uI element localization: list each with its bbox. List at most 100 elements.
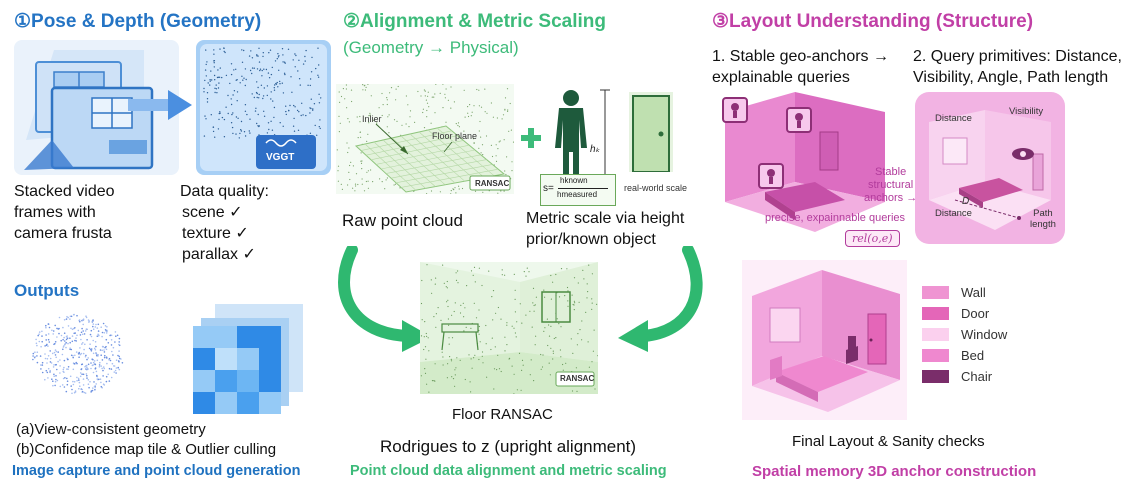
texture-dot (439, 191, 441, 193)
texture-dot (53, 351, 56, 354)
texture-dot (544, 296, 546, 298)
texture-dot (447, 363, 449, 365)
texture-dot (101, 335, 103, 338)
texture-dot (94, 326, 97, 328)
texture-dot (560, 268, 563, 270)
texture-dot (360, 160, 362, 162)
texture-dot (505, 173, 507, 176)
texture-dot (110, 344, 113, 346)
legend-swatch (922, 369, 949, 383)
texture-dot (87, 319, 90, 321)
texture-dot (221, 116, 224, 119)
texture-dot (454, 369, 456, 371)
texture-dot (290, 76, 292, 78)
height-symbol: hₖ (590, 144, 600, 155)
texture-dot (464, 307, 466, 309)
texture-dot (457, 122, 460, 124)
texture-dot (92, 361, 95, 364)
texture-dot (506, 322, 508, 324)
texture-dot (433, 96, 435, 98)
texture-dot (447, 299, 449, 301)
texture-dot (229, 82, 231, 85)
texture-dot (115, 367, 118, 369)
texture-dot (54, 364, 57, 366)
texture-dot (304, 60, 306, 62)
texture-dot (424, 368, 426, 370)
texture-dot (62, 326, 64, 329)
texture-dot (274, 84, 276, 86)
texture-dot (75, 340, 77, 342)
texture-dot (63, 336, 65, 339)
texture-dot (219, 112, 221, 114)
texture-dot (45, 324, 47, 327)
texture-dot (111, 350, 113, 353)
texture-dot (450, 86, 452, 88)
texture-dot (75, 361, 77, 364)
texture-dot (83, 391, 86, 394)
texture-dot (448, 324, 450, 326)
texture-dot (469, 381, 471, 383)
texture-dot (588, 366, 590, 368)
texture-dot (92, 371, 95, 374)
legend-item-wall: Wall (922, 283, 986, 301)
texture-dot (361, 183, 363, 185)
texture-dot (370, 95, 372, 97)
texture-dot (591, 302, 593, 304)
texture-dot (481, 144, 484, 146)
texture-dot (108, 367, 111, 370)
texture-dot (350, 161, 352, 163)
texture-dot (292, 59, 294, 61)
texture-dot (270, 91, 272, 93)
texture-dot (258, 61, 261, 63)
texture-dot (345, 88, 347, 90)
texture-dot (205, 75, 207, 77)
texture-dot (446, 280, 448, 283)
texture-dot (514, 311, 516, 313)
texture-dot (204, 79, 206, 82)
texture-dot (38, 340, 41, 343)
texture-dot (428, 391, 430, 393)
texture-dot (67, 358, 69, 361)
texture-dot (221, 76, 223, 79)
texture-dot (118, 357, 121, 360)
texture-dot (65, 318, 68, 320)
texture-dot (454, 187, 456, 189)
texture-dot (257, 86, 259, 89)
texture-dot (59, 365, 61, 367)
texture-dot (102, 322, 105, 325)
texture-dot (204, 69, 207, 71)
texture-dot (90, 329, 93, 332)
texture-dot (273, 87, 275, 89)
texture-dot (560, 356, 562, 358)
texture-dot (89, 380, 91, 383)
confidence-cell (237, 392, 259, 414)
texture-dot (543, 289, 545, 291)
texture-dot (448, 337, 450, 339)
texture-dot (95, 353, 98, 355)
texture-dot (271, 66, 273, 69)
stable-anchors-label: Stable structural anchors → (864, 166, 917, 205)
texture-dot (90, 335, 93, 338)
texture-dot (473, 266, 476, 268)
texture-dot (320, 97, 322, 99)
texture-dot (544, 327, 546, 329)
texture-dot (470, 270, 473, 272)
texture-dot (118, 368, 121, 371)
texture-dot (515, 336, 517, 338)
texture-dot (464, 378, 466, 381)
texture-dot (47, 333, 50, 335)
texture-dot (92, 387, 94, 389)
texture-dot (388, 132, 390, 134)
ransac-badge-floor: RANSAC (560, 374, 595, 383)
floor-ransac-caption: Floor RANSAC (452, 406, 553, 423)
texture-dot (573, 304, 575, 306)
texture-dot (424, 90, 426, 92)
texture-dot (103, 349, 105, 351)
texture-dot (434, 93, 436, 95)
texture-dot (482, 362, 484, 364)
texture-dot (35, 338, 37, 341)
texture-dot (107, 373, 109, 376)
texture-dot (521, 359, 524, 361)
texture-dot (491, 296, 493, 298)
confidence-cell (259, 392, 281, 414)
